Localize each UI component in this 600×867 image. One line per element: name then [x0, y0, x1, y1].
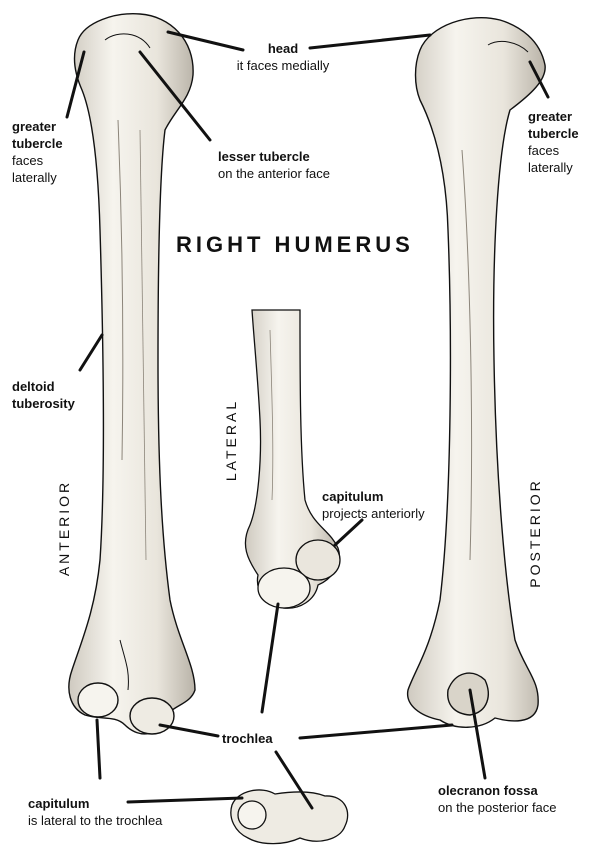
label-lesser-tubercle: lesser tubercle on the anterior face — [218, 148, 330, 182]
label-head-name: head — [267, 41, 299, 56]
label-lesser-tubercle-name: lesser tubercle — [218, 149, 310, 164]
leader-lines — [65, 30, 550, 810]
label-deltoid-tuberosity: deltoid tuberosity — [12, 378, 75, 412]
leader-head-right — [308, 33, 432, 50]
view-label-posterior: POSTERIOR — [527, 478, 543, 588]
label-olecranon-note: on the posterior face — [438, 800, 557, 815]
label-greater-tubercle-right: greater tubercle faces laterally — [528, 108, 579, 176]
label-deltoid-line2: tuberosity — [12, 396, 75, 411]
label-trochlea-name: trochlea — [222, 731, 273, 746]
label-head: head it faces medially — [228, 40, 338, 74]
lateral-distal-humerus — [244, 309, 341, 609]
label-gt-right-line1: greater — [528, 109, 573, 124]
label-olecranon-name: olecranon fossa — [438, 783, 538, 798]
label-capitulum-bottom-name: capitulum — [28, 796, 90, 811]
label-gt-left-note1: faces — [12, 153, 44, 168]
leader-trochlea-left — [158, 723, 220, 738]
leader-trochlea-bottom — [274, 750, 314, 810]
label-gt-left-line2: tubercle — [12, 136, 63, 151]
leader-trochlea-center — [260, 602, 280, 714]
label-greater-tubercle-left: greater tubercle faces laterally — [12, 118, 63, 186]
leader-capitulum-bottom — [126, 796, 244, 804]
label-capitulum-bottom-note: is lateral to the trochlea — [28, 813, 163, 828]
anterior-humerus — [68, 13, 196, 735]
view-label-lateral: LATERAL — [223, 398, 239, 482]
label-head-note: it faces medially — [236, 58, 330, 73]
label-capitulum-lateral-note: projects anteriorly — [322, 506, 425, 521]
leader-olecranon — [468, 688, 487, 780]
leader-lesser-tubercle — [138, 50, 212, 142]
label-olecranon-fossa: olecranon fossa on the posterior face — [438, 782, 557, 816]
label-capitulum-bottom: capitulum is lateral to the trochlea — [28, 795, 162, 829]
diagram-title: RIGHT HUMERUS — [176, 232, 414, 257]
label-gt-right-note2: laterally — [528, 160, 573, 175]
label-gt-left-line1: greater — [12, 119, 57, 134]
label-capitulum-lateral: capitulum projects anteriorly — [322, 488, 425, 522]
label-deltoid-line1: deltoid — [12, 379, 55, 394]
leader-greater-tubercle-left — [65, 50, 86, 119]
leader-trochlea-right — [298, 723, 454, 740]
leader-greater-tubercle-right — [528, 60, 550, 99]
label-lesser-tubercle-note: on the anterior face — [218, 166, 331, 181]
label-trochlea: trochlea — [222, 730, 273, 747]
label-capitulum-lateral-name: capitulum — [322, 489, 384, 504]
posterior-humerus — [406, 16, 546, 728]
label-gt-right-line2: tubercle — [528, 126, 579, 141]
leader-deltoid — [78, 333, 104, 372]
inferior-distal-humerus — [230, 789, 349, 845]
label-gt-left-note2: laterally — [12, 170, 57, 185]
leader-capitulum-lateral — [333, 518, 364, 547]
view-label-anterior: ANTERIOR — [56, 479, 72, 577]
leader-head-left — [166, 30, 245, 52]
leader-capitulum-left — [95, 718, 102, 780]
label-gt-right-note1: faces — [528, 143, 560, 158]
